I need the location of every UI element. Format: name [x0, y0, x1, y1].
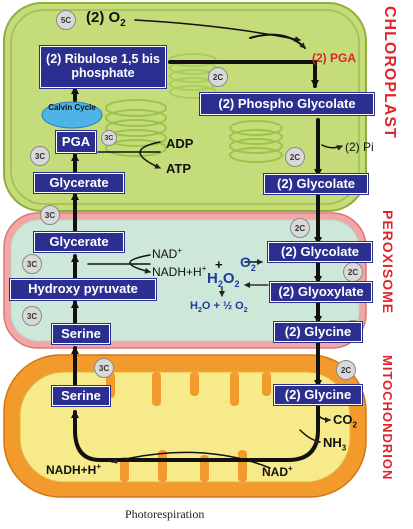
pathway-arrows [71, 19, 343, 469]
co2-label: CO2 [333, 412, 357, 430]
box-serine-mitochondrion: Serine [52, 386, 110, 406]
box-phosphoglycolate: (2) Phospho Glycolate [200, 93, 374, 115]
badge-2c-glycolate-perox: 2C [290, 218, 310, 238]
badge-2c-mito: 2C [336, 360, 356, 380]
box-ribulose-bisphosphate: (2) Ribulose 1,5 bis phosphate [40, 46, 166, 88]
box-glycerate-chloroplast: Glycerate [34, 173, 124, 193]
arrow-pi [321, 144, 343, 151]
pga-red-label: (2) PGA [312, 51, 357, 65]
nh3-label: NH3 [323, 435, 347, 453]
arrow-ribulose-to-pga [249, 33, 306, 49]
arrow-nh3-out [299, 429, 321, 444]
box-glyoxylate: (2) Glyoxylate [270, 282, 372, 302]
box-glycine-peroxisome: (2) Glycine [274, 322, 362, 342]
badge-2c-phospho: 2C [208, 67, 228, 87]
arrow-ribulose-to-phosphoglycolate [168, 60, 319, 88]
badge-3c-pga: 3C [101, 130, 117, 146]
badge-3c-mito: 3C [94, 358, 114, 378]
pi-label: (2) Pi [345, 140, 374, 154]
water-oxygen-label: H2O + ½ O2 [190, 300, 248, 315]
nadh-plus-label: + [215, 257, 223, 272]
atp-label: ATP [166, 161, 192, 176]
diagram-caption: Photorespiration [125, 507, 205, 521]
calvin-cycle-ellipse [41, 101, 103, 129]
nad-peroxisome-label: NAD+ [152, 246, 183, 261]
box-glycerate-peroxisome: Glycerate [34, 232, 124, 252]
badge-3c-glycerate-side: 3C [30, 146, 50, 166]
thylakoid-stack-right [229, 120, 283, 163]
badge-3c-serine: 3C [22, 306, 42, 326]
nadh-peroxisome-label: NADH+H+ [152, 264, 207, 279]
peroxisome-label: PEROXISOME [380, 210, 396, 315]
badge-2c-glyoxylate: 2C [343, 262, 363, 282]
calvin-cycle-label: Calvin Cycle [48, 103, 96, 112]
box-glycolate-peroxisome: (2) Glycolate [268, 242, 372, 262]
arrow-co2-out [317, 414, 331, 423]
box-serine-peroxisome: Serine [52, 324, 110, 344]
badge-3c-hydroxy: 3C [22, 254, 42, 274]
mitochondrion-label: MITOCHONDRION [380, 355, 395, 481]
badge-2c-glycolate: 2C [285, 147, 305, 167]
o2-top-label: (2) O2 [86, 9, 126, 29]
adp-label: ADP [166, 136, 194, 151]
box-glycine-mitochondrion: (2) Glycine [274, 385, 362, 405]
arrow-nad-perox [129, 254, 151, 274]
nadh-mitochondrion-label: NADH+H+ [46, 462, 102, 477]
o2-peroxisome-label: O2 [240, 254, 256, 273]
box-pga: PGA [56, 131, 96, 153]
chloroplast-label: CHLOROPLAST [381, 6, 398, 139]
badge-5c: 5C [56, 10, 76, 30]
h2o2-label: H2O2 [207, 270, 240, 289]
arrow-nadh-mito [111, 451, 271, 469]
badge-3c-glycerate-perox: 3C [40, 205, 60, 225]
box-hydroxy-pyruvate: Hydroxy pyruvate [10, 279, 156, 300]
box-glycolate-chloroplast: (2) Glycolate [264, 174, 368, 194]
nad-mitochondrion-label: NAD+ [262, 464, 293, 479]
